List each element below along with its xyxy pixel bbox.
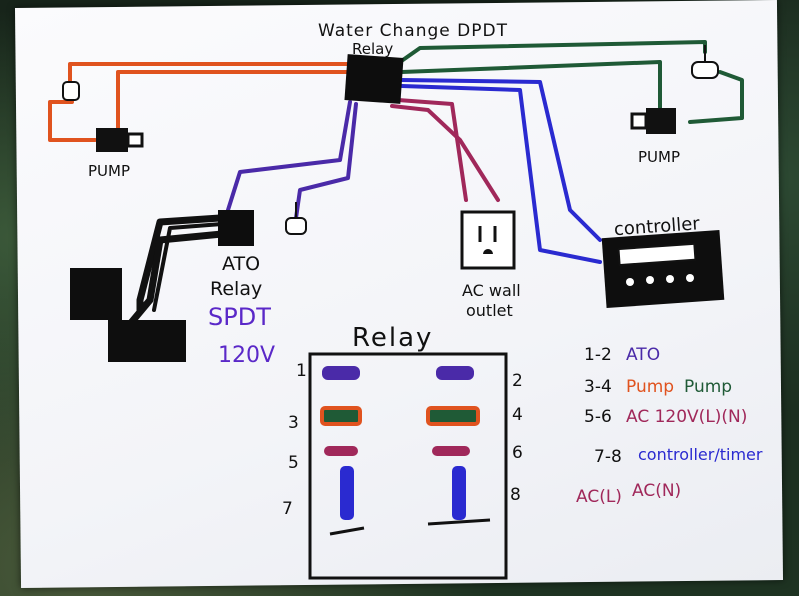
dpdt-relay-box	[344, 54, 404, 104]
wire-green-top	[398, 40, 707, 64]
outlet-label-line-1: AC wall	[462, 281, 521, 300]
reservoir-block-1	[70, 268, 122, 320]
legend-5-text-b: AC(N)	[632, 481, 681, 501]
wire-purple-1	[226, 100, 352, 212]
relay-pinout-box	[308, 352, 508, 580]
legend-4-pins: 7-8	[594, 447, 622, 467]
legend-5-text-a: AC(L)	[576, 487, 622, 507]
wire-magenta-1	[396, 98, 468, 202]
wire-orange-loop	[48, 100, 97, 142]
pump-right-icon	[630, 108, 676, 134]
wire-black-ato-1	[136, 214, 224, 314]
pin-3-label: 3	[288, 413, 299, 433]
pin-5-label: 5	[288, 453, 299, 473]
wire-magenta-2	[390, 104, 500, 202]
relay-label: Relay	[352, 323, 433, 353]
ato-label-line-2: Relay	[210, 278, 262, 300]
wire-blue-1	[400, 78, 602, 242]
ato-relay-box	[218, 210, 254, 246]
pin-2-label: 2	[512, 371, 523, 391]
title-line-1: Water Change DPDT	[318, 21, 508, 41]
pin-4-label: 4	[512, 405, 523, 425]
float-switch-right-icon	[691, 45, 719, 79]
wire-blue-2	[400, 84, 602, 264]
ato-label-line-1: ATO	[222, 253, 260, 275]
legend-3-pins: 5-6	[584, 407, 612, 427]
reservoir-block-2	[108, 320, 186, 362]
controller-icon	[601, 229, 725, 309]
legend-4-text: controller/timer	[638, 445, 763, 464]
wire-black-ato-2	[121, 230, 226, 334]
float-switch-ato-icon	[285, 202, 307, 235]
pump-left-icon	[96, 128, 144, 152]
wire-orange-top	[68, 62, 349, 84]
pin-8-label: 8	[510, 485, 521, 505]
legend-1-pins: 1-2	[584, 345, 612, 365]
legend-2-text-a: Pump	[626, 377, 674, 397]
legend-2-text-b: Pump	[684, 377, 732, 397]
float-switch-left-icon	[62, 81, 80, 101]
outlet-label-line-2: outlet	[466, 301, 513, 320]
ato-spec-line-1: SPDT	[208, 303, 271, 331]
ac-outlet-icon	[460, 210, 516, 270]
wire-green-right	[400, 60, 662, 120]
pin-1-label: 1	[296, 361, 307, 381]
pin-7-label: 7	[282, 499, 293, 519]
legend-1-text: ATO	[626, 345, 660, 365]
wire-green-loop	[688, 70, 744, 124]
legend-3-text: AC 120V(L)(N)	[626, 407, 747, 427]
wire-orange-left	[98, 70, 349, 140]
wire-purple-2	[294, 102, 358, 220]
pump-right-label: PUMP	[638, 148, 680, 166]
pump-left-label: PUMP	[88, 162, 130, 180]
title-line-2: Relay	[352, 40, 393, 58]
legend-2-pins: 3-4	[584, 377, 612, 397]
wire-black-ato-3	[152, 222, 224, 312]
ato-spec-line-2: 120V	[218, 343, 275, 368]
pin-6-label: 6	[512, 443, 523, 463]
